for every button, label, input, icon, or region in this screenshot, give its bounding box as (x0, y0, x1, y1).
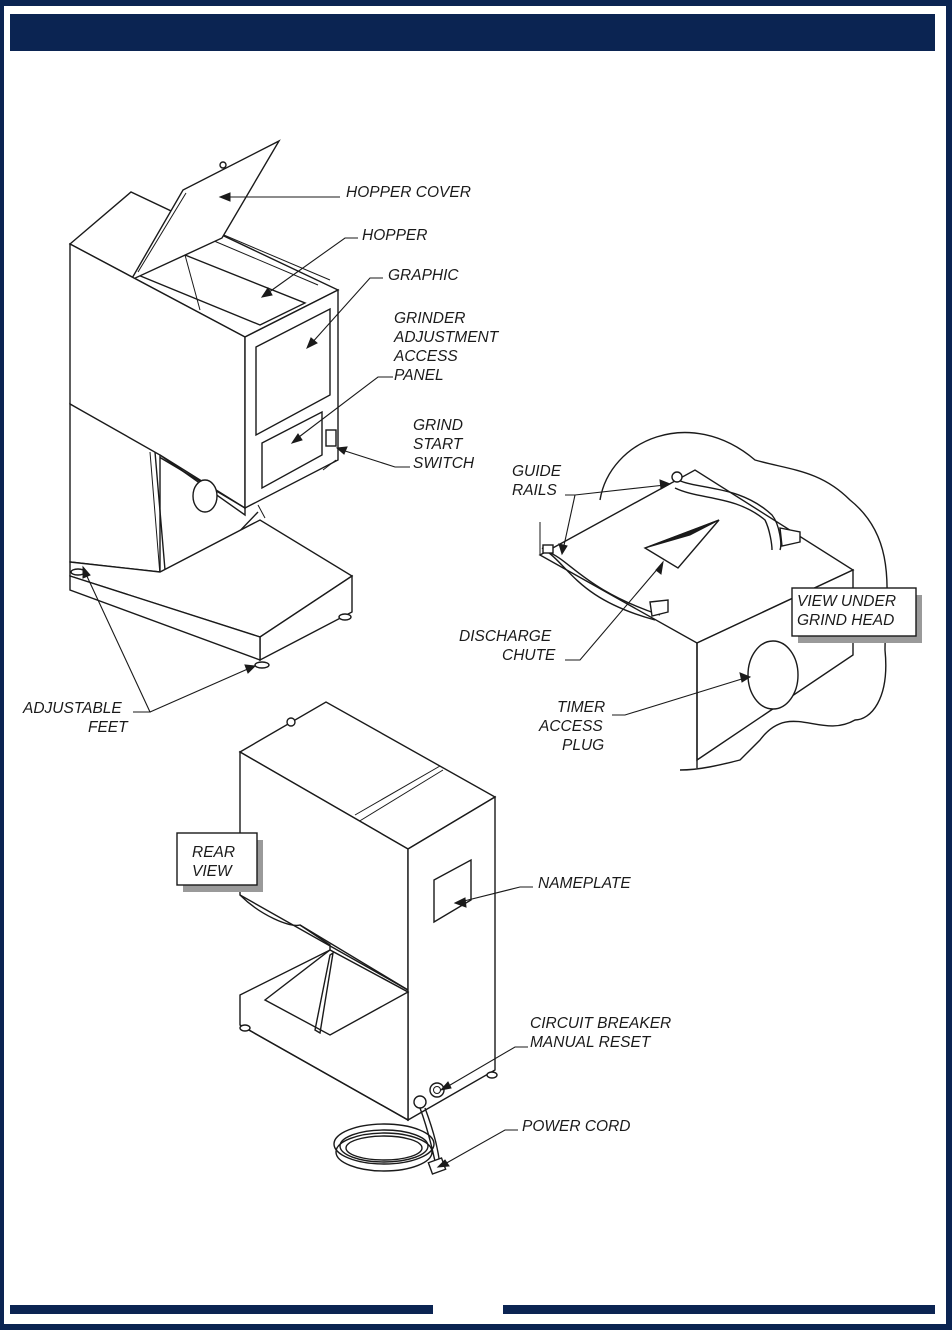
label-grinder-line2: ADJUSTMENT (393, 329, 500, 346)
label-timer-line3: PLUG (562, 737, 604, 754)
guide-rail-left (547, 551, 661, 616)
label-circuit-line1: CIRCUIT BREAKER (530, 1015, 671, 1032)
label-timer-line1: TIMER (557, 699, 605, 716)
label-grinder-line1: GRINDER (394, 310, 465, 327)
label-grind-line1: GRIND (413, 417, 463, 434)
label-discharge-line2: CHUTE (502, 647, 556, 664)
nameplate-panel (433, 858, 472, 924)
frame-bottom-edge (0, 1324, 952, 1330)
header-bar (10, 14, 935, 51)
power-cord-socket-icon (413, 1095, 427, 1109)
label-hopper: HOPPER (362, 227, 427, 244)
view-under-grind-head-box (791, 587, 922, 643)
circuit-breaker-icon (429, 1082, 445, 1098)
machine-base-front (69, 575, 261, 662)
label-feet-line1: ADJUSTABLE (22, 700, 122, 717)
grind-start-switch-icon (325, 429, 337, 447)
rear-view-box (176, 832, 263, 892)
label-view-under-line1: VIEW UNDER (797, 593, 896, 610)
rear-view-machine (238, 701, 498, 1175)
label-rear-line2: VIEW (192, 863, 233, 880)
footer-bar-left (10, 1305, 433, 1314)
foot-front-icon (254, 661, 270, 669)
label-power-cord: POWER CORD (522, 1118, 631, 1135)
label-view-under-line2: GRIND HEAD (797, 612, 894, 629)
foot-right-icon (338, 613, 352, 621)
hopper-cover-lid (129, 139, 281, 282)
timer-access-plug-icon (747, 640, 799, 710)
graphic-panel (255, 307, 331, 437)
label-timer-line2: ACCESS (538, 718, 603, 735)
label-graphic: GRAPHIC (388, 267, 459, 284)
label-rear-line1: REAR (192, 844, 235, 861)
frame-right-edge (946, 0, 952, 1330)
label-feet-line2: FEET (88, 719, 129, 736)
label-nameplate: NAMEPLATE (538, 875, 631, 892)
frame-top-edge (0, 0, 952, 6)
guide-rail-right (677, 479, 782, 551)
label-grind-line3: SWITCH (413, 455, 475, 472)
power-cord-coil (333, 1123, 435, 1172)
spout-opening (192, 479, 218, 513)
label-grinder-line3: ACCESS (393, 348, 458, 365)
frame-left-edge (0, 0, 4, 1330)
label-discharge-line1: DISCHARGE (459, 628, 552, 645)
label-circuit-line2: MANUAL RESET (530, 1034, 652, 1051)
footer-bar-right (503, 1305, 935, 1314)
label-grinder-line4: PANEL (394, 367, 444, 384)
grinder-adjustment-panel (261, 410, 323, 490)
rear-right-face (407, 795, 496, 1122)
front-view-machine (68, 139, 354, 669)
leader-lines (82, 192, 752, 1168)
label-grind-line2: START (413, 436, 464, 453)
discharge-chute-icon (644, 519, 720, 549)
label-guide-line2: RAILS (512, 482, 557, 499)
label-hopper-cover: HOPPER COVER (346, 184, 471, 201)
label-guide-line1: GUIDE (512, 463, 562, 480)
callout-labels: HOPPER COVER HOPPER GRAPHIC GRINDER ADJU… (22, 184, 896, 1135)
